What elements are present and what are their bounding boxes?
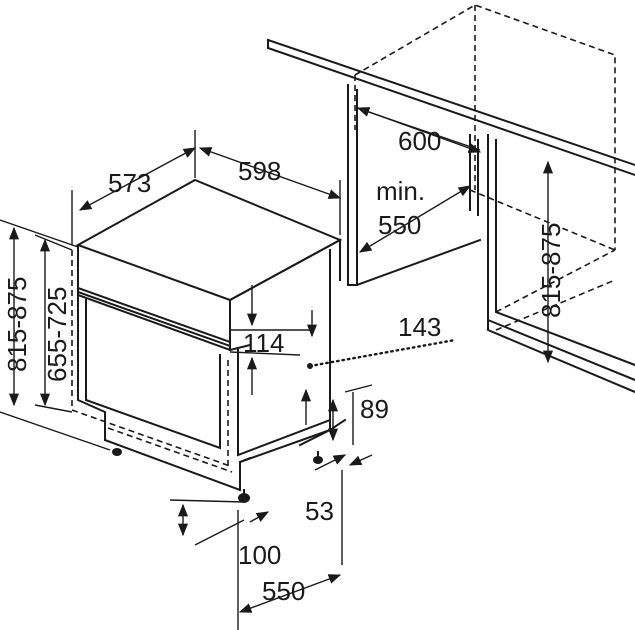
dimension-labels: 573 598 600 min. 550 815-875 815-875 655… xyxy=(2,126,566,606)
label-53: 53 xyxy=(305,496,334,526)
label-550-niche: 550 xyxy=(378,210,421,240)
label-550-depth: 550 xyxy=(262,576,305,606)
label-815-875-right: 815-875 xyxy=(536,223,566,318)
label-573: 573 xyxy=(108,168,151,198)
label-89: 89 xyxy=(360,394,389,424)
label-114: 114 xyxy=(243,328,284,358)
installation-niche xyxy=(266,4,635,394)
label-655-725: 655-725 xyxy=(42,287,72,382)
dimension-lines xyxy=(0,107,554,630)
label-min: min. xyxy=(376,176,425,206)
label-143: 143 xyxy=(398,312,441,342)
label-815-875-left: 815-875 xyxy=(2,277,32,372)
label-100: 100 xyxy=(238,540,281,570)
dishwasher-body xyxy=(71,178,347,503)
label-600: 600 xyxy=(398,126,441,156)
label-598: 598 xyxy=(238,156,281,186)
